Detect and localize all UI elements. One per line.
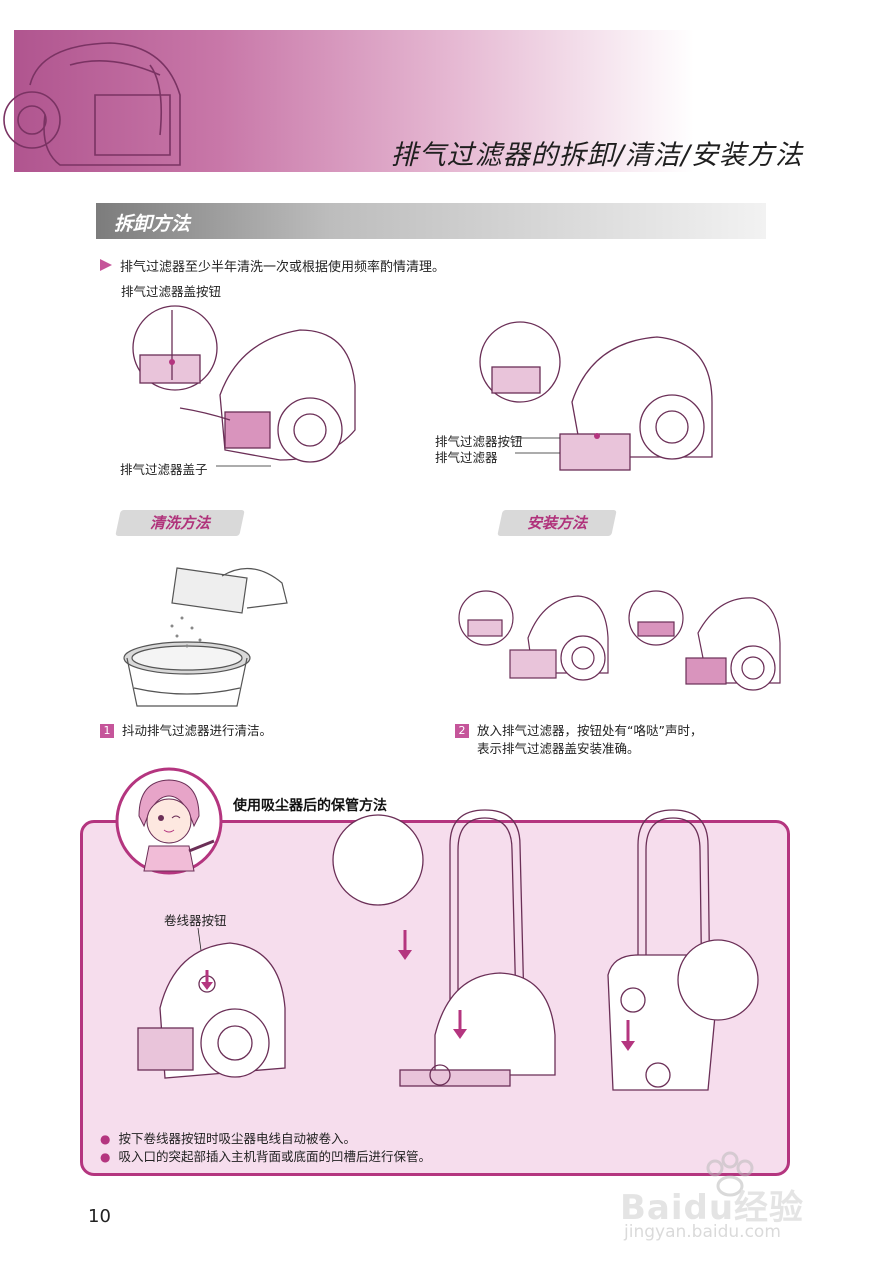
play-arrow-icon xyxy=(100,259,112,271)
watermark-logo: Baidu经验 jingyan.baidu.com xyxy=(620,1150,840,1250)
removal-illustration-right xyxy=(479,321,713,471)
page-title: 排气过滤器的拆卸/清洁/安装方法 xyxy=(390,140,803,171)
vacuum-header-illustration xyxy=(3,42,181,166)
section-tab-install-label: 安装方法 xyxy=(526,514,587,532)
section-tab-install: 安装方法 xyxy=(497,510,617,536)
leader-lines-right xyxy=(515,437,560,454)
section-tab-cleaning: 清洗方法 xyxy=(115,510,245,536)
removal-intro: 排气过滤器至少半年清洗一次或根据使用频率酌情清理。 xyxy=(120,260,446,275)
page-number: 10 xyxy=(88,1206,111,1227)
cleaning-illustration xyxy=(123,567,288,707)
step-number: 1 xyxy=(100,724,114,738)
removal-illustration-left xyxy=(132,305,356,463)
install-caption-line1: 放入排气过滤器，按钮处有“咯哒”声时， xyxy=(477,723,703,738)
cleaning-caption: 1 抖动排气过滤器进行清洁。 xyxy=(100,722,272,740)
storage-bullet-text: 吸入口的突起部插入主机背面或底面的凹槽后进行保管。 xyxy=(118,1149,431,1164)
watermark-url: jingyan.baidu.com xyxy=(624,1222,781,1242)
storage-title: 使用吸尘器后的保管方法 xyxy=(233,798,387,814)
storage-bullet: ● 吸入口的突起部插入主机背面或底面的凹槽后进行保管。 xyxy=(100,1146,431,1165)
storage-bullet: ● 按下卷线器按钮时吸尘器电线自动被卷入。 xyxy=(100,1128,356,1147)
install-caption-line2: 表示排气过滤器盖安装准确。 xyxy=(477,741,640,756)
section-tab-label: 拆卸方法 xyxy=(114,213,191,235)
section-tab-removal xyxy=(96,203,766,239)
cleaning-caption-text: 抖动排气过滤器进行清洁。 xyxy=(122,723,273,738)
bullet-icon: ● xyxy=(100,1150,111,1164)
watermark-brand: Baidu经验 xyxy=(620,1188,805,1228)
install-illustration-right xyxy=(628,590,781,691)
leader-line xyxy=(216,465,271,467)
header-banner xyxy=(14,30,694,172)
label-cover-button: 排气过滤器盖按钮 xyxy=(121,284,222,299)
storage-illustration-upright xyxy=(332,809,556,1087)
bullet-icon: ● xyxy=(100,1132,111,1146)
step-number: 2 xyxy=(455,724,469,738)
install-illustration-left xyxy=(458,590,609,681)
storage-bullet-text: 按下卷线器按钮时吸尘器电线自动被卷入。 xyxy=(118,1131,356,1146)
mascot-avatar xyxy=(115,767,223,875)
install-caption: 2 放入排气过滤器，按钮处有“咯哒”声时， 表示排气过滤器盖安装准确。 xyxy=(455,722,702,758)
label-filter-button: 排气过滤器按钮 xyxy=(435,434,523,449)
storage-illustration-vertical xyxy=(607,809,759,1091)
paw-icon xyxy=(706,1151,754,1197)
section-tab-cleaning-label: 清洗方法 xyxy=(149,514,210,532)
label-filter: 排气过滤器 xyxy=(435,450,498,465)
label-cord-button: 卷线器按钮 xyxy=(164,913,227,928)
storage-illustration-cord-button xyxy=(137,927,286,1079)
label-cover: 排气过滤器盖子 xyxy=(120,462,208,477)
